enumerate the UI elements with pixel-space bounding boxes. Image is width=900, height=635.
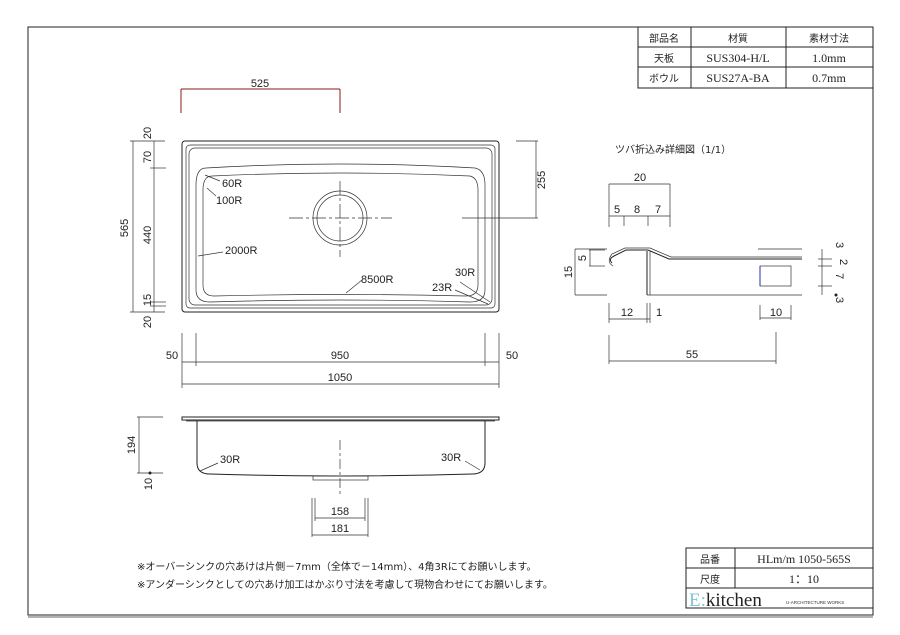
dim-chain-h: 50 (506, 350, 518, 362)
dim-detail-right: 3 (833, 297, 845, 303)
table-header-size: 素材寸法 (809, 32, 849, 45)
dim-chain-v: 440 (142, 226, 154, 244)
radius-label: 8500R (361, 274, 393, 286)
dim-detail-chain: 7 (655, 204, 661, 216)
dim-detail-right: 3 (833, 242, 845, 248)
dim-detail-5: 5 (577, 255, 589, 261)
radius-label: 30R (441, 452, 461, 464)
dim-detail-20: 20 (634, 172, 646, 184)
dim-chain-v: 20 (142, 316, 154, 328)
table-cell: SUS27A-BA (706, 71, 770, 85)
radius-label: 60R (222, 178, 242, 190)
radius-label: 30R (455, 267, 475, 279)
dim-255: 255 (536, 171, 548, 189)
dim-detail-1: 1 (656, 307, 662, 319)
dim-detail-15: 15 (563, 266, 575, 278)
radius-label: 100R (216, 195, 242, 207)
materials-table: 部品名 材質 素材寸法 天板 SUS304-H/L 1.0mm ボウル SUS2… (637, 26, 874, 89)
dim-detail-right: 7 (833, 273, 845, 279)
dim-525: 525 (251, 78, 269, 90)
section-view: 194 10 30R 30R 158 181 (126, 416, 500, 537)
dim-chain-h: 950 (331, 350, 349, 362)
table-header-material: 材質 (728, 32, 748, 45)
radius-label: 30R (220, 454, 240, 466)
dim-chain-v: 15 (142, 294, 154, 306)
dim-detail-chain: 8 (634, 204, 640, 216)
note-overmount: ※オーバーシンクの穴あけは片側－7mm（全体で－14mm）、4角3Rにてお願いし… (137, 560, 537, 573)
note-undermount: ※アンダーシンクとしての穴あけ加工はかぶり寸法を考慮して現物合わせにてお願いしま… (137, 578, 553, 591)
table-cell: ボウル (649, 73, 679, 85)
sheet-frame (27, 26, 874, 616)
table-cell: 天板 (654, 52, 674, 65)
dim-detail-55: 55 (686, 349, 698, 361)
dim-chain-v: 20 (142, 127, 154, 139)
table-header-part: 部品名 (649, 32, 679, 45)
radius-label: 23R (432, 282, 452, 294)
dim-1050: 1050 (328, 372, 352, 384)
dim-chain-h: 50 (166, 350, 178, 362)
dim-detail-12: 12 (621, 307, 633, 319)
dim-158: 158 (331, 506, 349, 518)
scale-value: 1：10 (789, 572, 819, 586)
bowl-outline (195, 163, 486, 303)
dim-194: 194 (126, 436, 138, 454)
dim-565: 565 (119, 219, 131, 237)
dim-10: 10 (143, 478, 155, 490)
title-block: 品番 HLm/m 1050-565S 尺度 1：10 E:kitchen U-A… (685, 547, 874, 611)
part-no: HLm/m 1050-565S (757, 552, 851, 566)
dim-detail-right: 2 (837, 259, 849, 265)
dim-detail-chain: 5 (614, 204, 620, 216)
dim-chain-v: 70 (142, 151, 154, 163)
detail-title: ツバ折込み詳細図（1/1） (615, 143, 731, 156)
plan-view: 525 255 565 20 70 440 15 20 50 950 50 10… (119, 78, 548, 388)
table-cell: 0.7mm (812, 71, 846, 85)
flange-detail-view: ツバ折込み詳細図（1/1） 20 5 8 7 15 5 3 2 7 (563, 143, 849, 364)
dim-detail-10: 10 (770, 307, 782, 319)
table-cell: 1.0mm (812, 51, 846, 65)
dim-181: 181 (331, 523, 349, 535)
scale-label: 尺度 (700, 573, 720, 586)
part-no-label: 品番 (700, 554, 720, 566)
table-cell: SUS304-H/L (706, 51, 769, 65)
brand-logo-sub: U-ARCHITECTURE WORKS (786, 600, 844, 605)
brand-logo: E:kitchen (689, 590, 762, 611)
radius-label: 2000R (225, 245, 257, 257)
